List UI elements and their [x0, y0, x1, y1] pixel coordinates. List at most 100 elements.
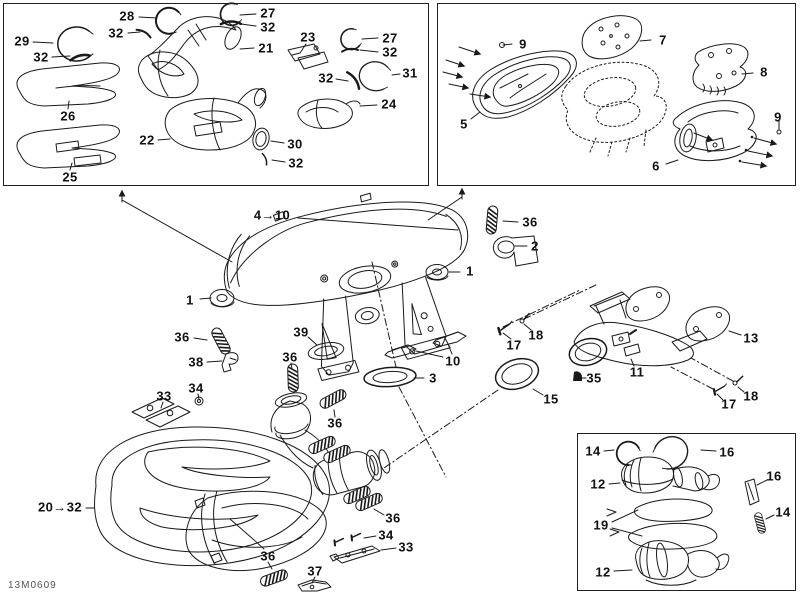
inset-reference-line [427, 196, 463, 221]
callout-35: 35 [586, 370, 602, 386]
callout-5: 5 [460, 116, 468, 132]
leader-line-24 [359, 104, 378, 107]
part-bracket-37 [297, 579, 332, 592]
callout-17: 17 [721, 396, 737, 412]
part-endcap-12a [621, 456, 720, 494]
leader-line-1 [199, 297, 212, 300]
leader-line-14 [765, 514, 775, 520]
part-gasket-30 [252, 127, 270, 151]
leader-line-10 [415, 350, 444, 358]
leader-line-28 [138, 16, 158, 19]
leader-line-33 [380, 547, 397, 551]
callout-32: 32 [382, 44, 398, 60]
callout-18: 18 [743, 388, 759, 404]
callout-36: 36 [327, 415, 343, 431]
inset-top-right [437, 3, 796, 186]
callout-2: 2 [531, 238, 539, 254]
leader-line-6 [665, 159, 679, 165]
part-screw-34 [349, 531, 363, 542]
inset-bottomright-parts [606, 429, 767, 586]
part-bracket-2 [492, 235, 539, 267]
screw-arrows-9 [442, 42, 505, 100]
callout-36: 36 [522, 214, 538, 230]
leader-line-18 [523, 323, 532, 331]
part-core-perforated [561, 61, 667, 157]
part-brackets-10 [384, 331, 467, 359]
leader-line-34 [197, 393, 200, 400]
leader-line-36 [193, 337, 208, 341]
callout-27: 27 [260, 5, 276, 21]
leader-line-32 [240, 23, 257, 27]
leader-line-29 [32, 41, 54, 44]
leader-curve-36 [229, 518, 265, 550]
part-spring-36 [209, 325, 233, 357]
callout-36: 36 [174, 329, 190, 345]
leader-line-32 [271, 159, 286, 163]
callout-33: 33 [398, 539, 414, 555]
part-spring-36 [317, 387, 349, 411]
part-grommet-1b [209, 289, 235, 308]
callout-19: 19 [593, 517, 609, 533]
callout-1: 1 [466, 263, 474, 279]
leader-line-14 [603, 449, 615, 452]
callout-38: 38 [188, 354, 204, 370]
callout-25: 25 [62, 169, 78, 185]
manifold-assembly [494, 286, 731, 391]
callout-18: 18 [528, 327, 544, 343]
inset-reference-line [121, 199, 233, 263]
callout-23: 23 [300, 29, 316, 45]
callout-leader-lines [32, 13, 780, 584]
leader-line-36 [373, 508, 385, 516]
callout-14: 14 [585, 443, 601, 459]
callout-36: 36 [385, 510, 401, 526]
callout-13: 13 [743, 330, 759, 346]
callout-16: 16 [766, 468, 782, 484]
part-endcap-12b [635, 540, 730, 586]
callout-27: 27 [382, 30, 398, 46]
part-muffler-22 [164, 87, 267, 151]
leader-line-37 [311, 576, 316, 584]
leader-line-8 [741, 72, 754, 75]
part-spring-36 [258, 567, 290, 589]
leader-line-32 [335, 78, 349, 82]
inset-bottom-right [577, 433, 796, 591]
main-fasteners [131, 204, 746, 428]
part-elbow-21 [137, 16, 242, 99]
callout-12: 12 [590, 476, 606, 492]
reference-lines [118, 187, 734, 550]
callout-33: 33 [156, 388, 172, 404]
part-gasket-13a [625, 286, 671, 322]
leader-line-21 [239, 47, 255, 50]
part-bracket-8 [692, 43, 749, 96]
drawing-code: 13M0609 [8, 580, 57, 591]
leader-line-9 [502, 43, 513, 46]
leader-line-30 [270, 140, 285, 144]
leader-line-26 [67, 100, 70, 110]
part-ring-15 [494, 357, 540, 391]
leader-line-32 [51, 55, 71, 58]
leader-line-39 [307, 336, 318, 346]
leader-line-36 [290, 362, 293, 370]
part-gasket-13b [685, 306, 731, 342]
callout-7: 7 [659, 32, 667, 48]
leader-line-33 [160, 401, 164, 409]
screw-arrows-6 [738, 135, 778, 169]
part-manifold-pipe-11 [568, 291, 708, 367]
part-screw-34 [332, 536, 346, 547]
leader-line-36 [333, 409, 336, 418]
callout-10: 10 [445, 353, 461, 369]
part-plug-35 [573, 371, 583, 381]
leader-line-22 [157, 138, 171, 141]
leader-line-32 [127, 31, 141, 34]
leader-line-16 [756, 479, 768, 486]
callout-30: 30 [287, 136, 303, 152]
callout-6: 6 [652, 158, 660, 174]
leader-line-19 [611, 509, 639, 523]
callout-32: 32 [108, 25, 124, 41]
silencer-canister [312, 449, 391, 496]
leader-line-18 [737, 386, 745, 393]
callout-31: 31 [402, 65, 418, 81]
part-spring-36 [286, 363, 300, 393]
callout-34: 34 [378, 527, 394, 543]
